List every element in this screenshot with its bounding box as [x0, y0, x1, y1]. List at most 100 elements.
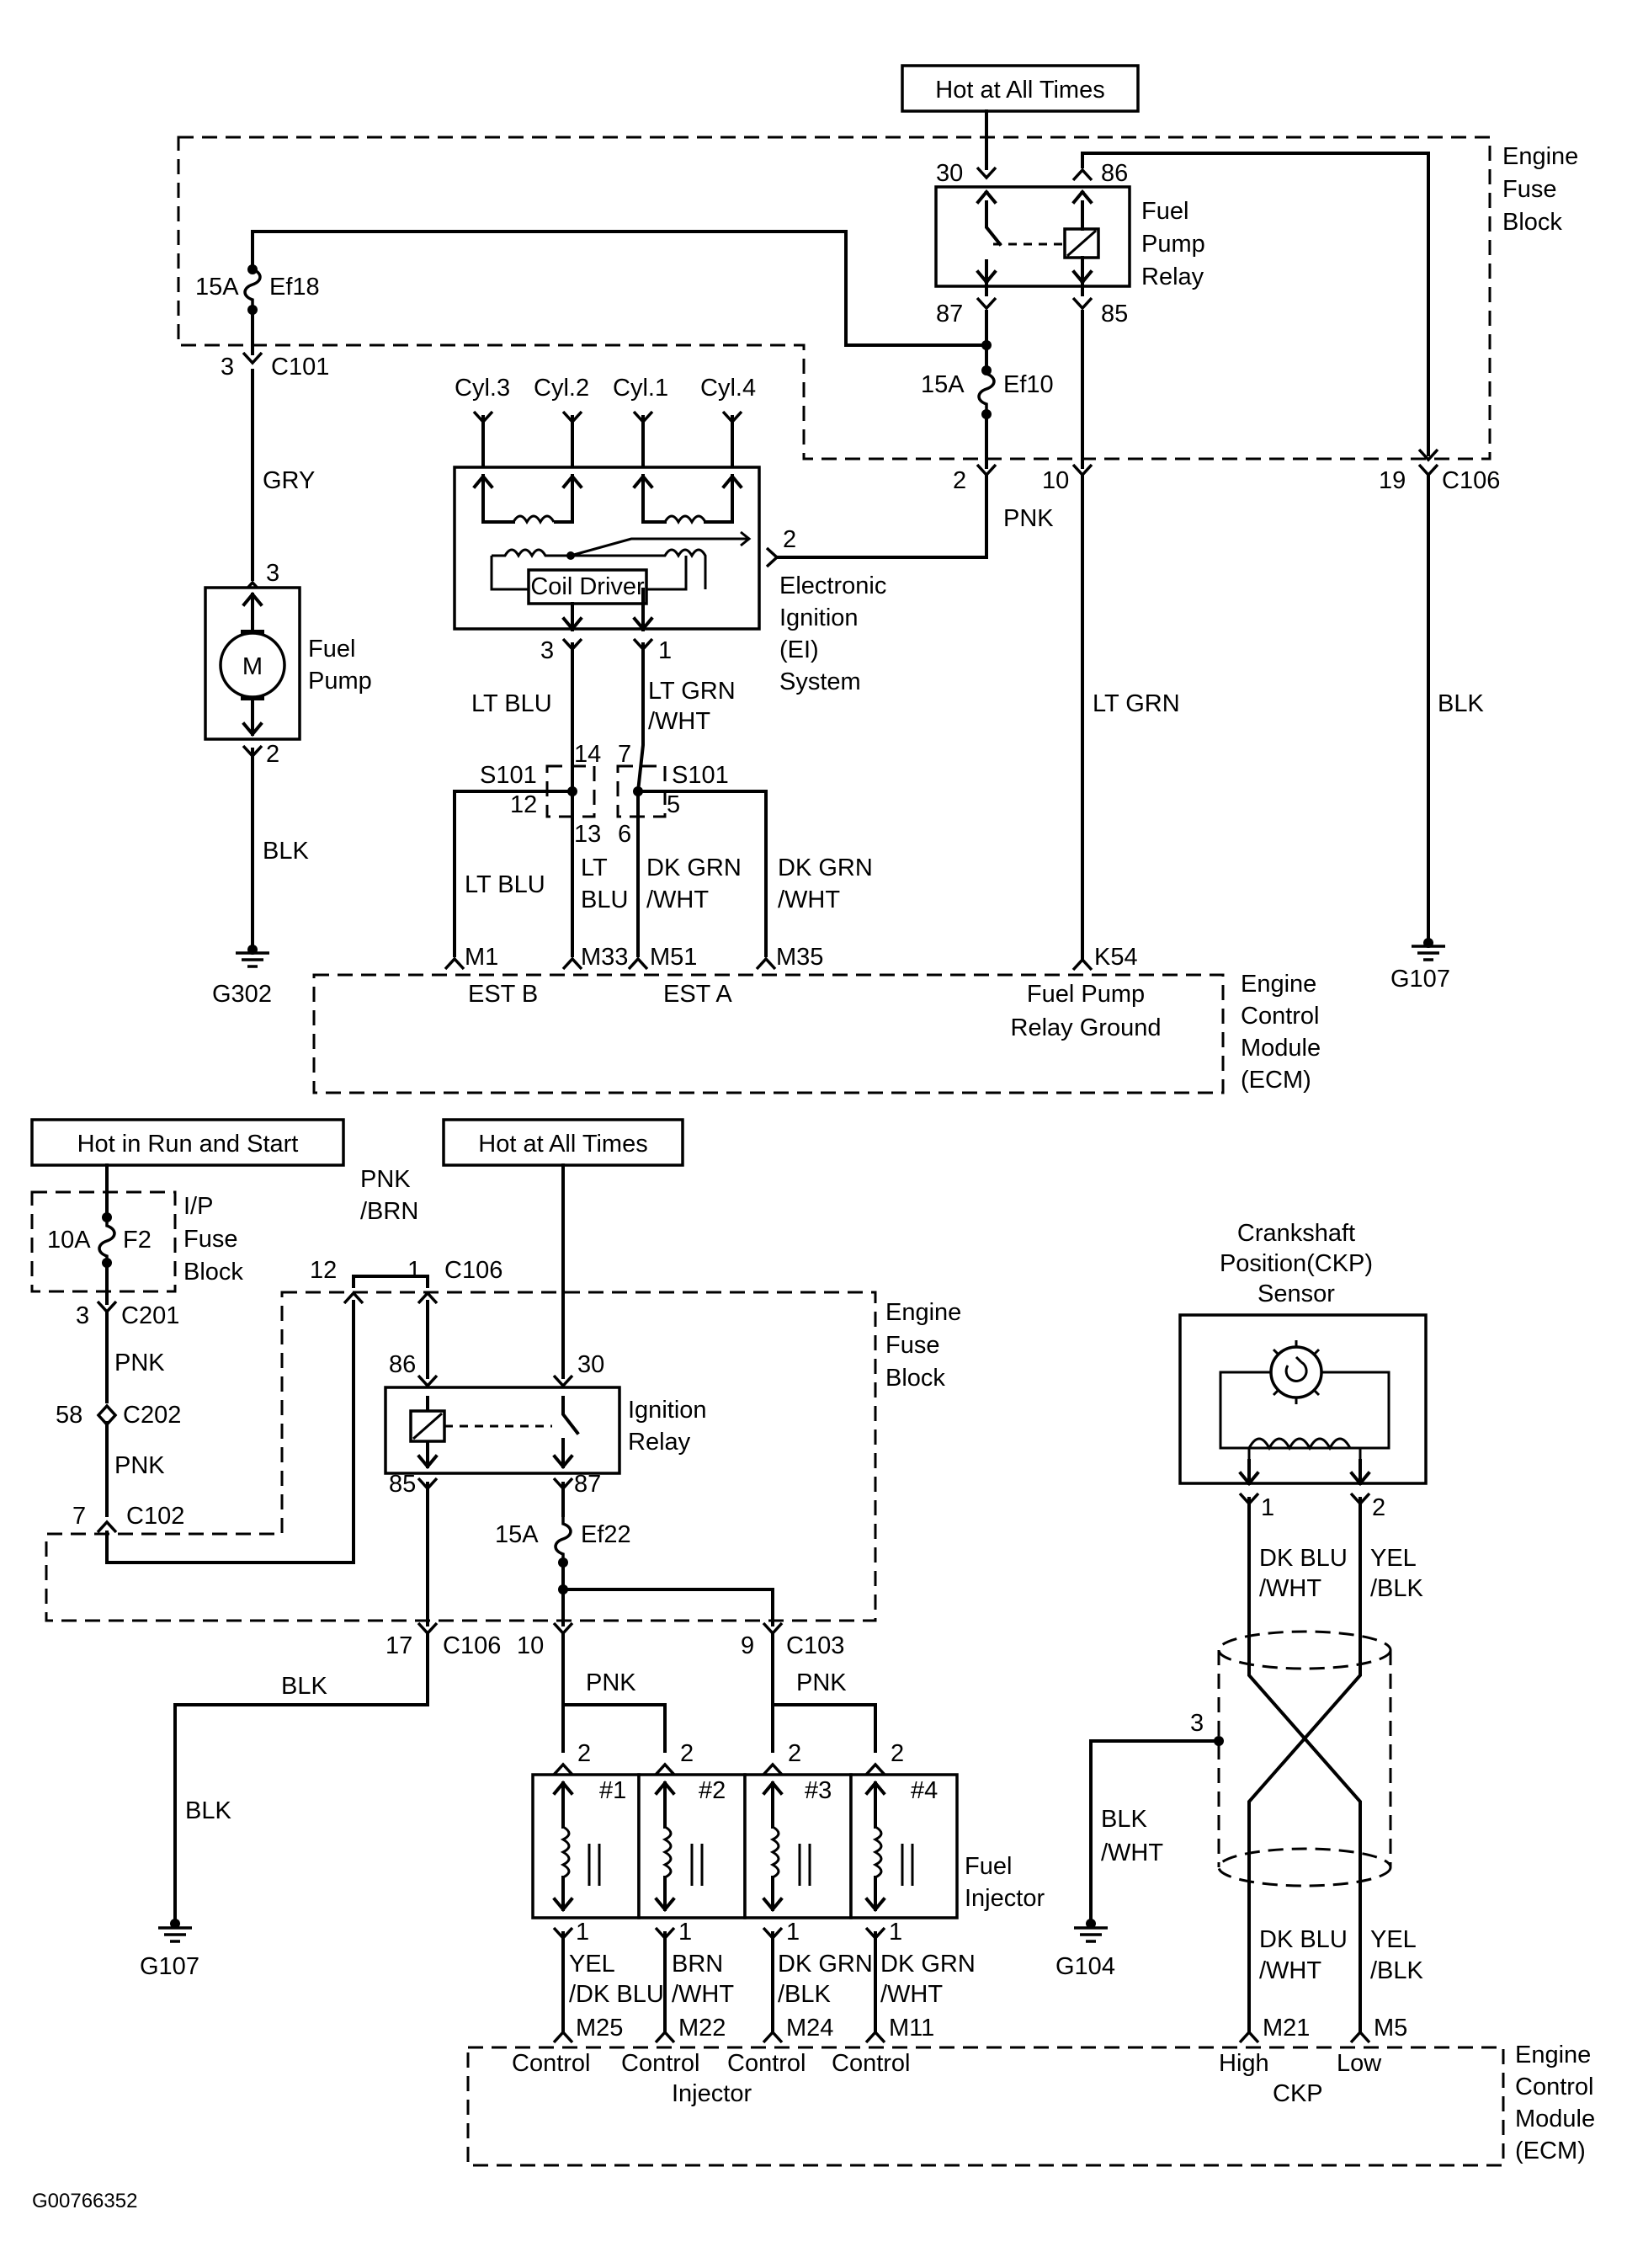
c103-pin: 9 [741, 1632, 754, 1659]
injector-4-wire-1: DK GRN [880, 1951, 976, 1978]
wire-pnk-brn-2: /BRN [360, 1198, 418, 1225]
splice-s101: S101 S101 14 12 13 7 5 6 [453, 741, 768, 957]
ecm-pin-m5: M5 [1374, 2015, 1407, 2042]
fuse-ef18-name: Ef18 [269, 274, 320, 301]
engine-fuse-block-bottom-1: Engine [885, 1299, 961, 1326]
injector-2-wire-1: BRN [672, 1951, 723, 1978]
cyl-2: Cyl.2 [534, 375, 589, 402]
ei-pin-2: 2 [783, 526, 796, 553]
engine-fuse-block-outline [177, 136, 1491, 461]
figure-id: G00766352 [32, 2190, 137, 2212]
injector-2-num: #2 [699, 1777, 726, 1804]
ip-fuse-block-1: I/P [183, 1193, 213, 1220]
fuel-pump-label-1: Fuel [308, 636, 355, 663]
injector-1-wire-1: YEL [569, 1951, 615, 1978]
ecm-injector-label: Injector [672, 2080, 752, 2107]
ground-g107-bottom-icon [157, 1926, 194, 1943]
fuel-pump-relay-label-2: Pump [1141, 231, 1205, 258]
ecm-pin-m25: M25 [576, 2015, 623, 2042]
ign-relay-pin-85: 85 [389, 1471, 416, 1498]
engine-fuse-block-bottom-2: Fuse [885, 1332, 939, 1359]
injector-4-num: #4 [911, 1777, 938, 1804]
ecm-pin-m51: M51 [650, 944, 697, 971]
c106-bottom-name: C106 [443, 1632, 501, 1659]
ckp-pin-2: 2 [1372, 1494, 1385, 1521]
ecm-name-bottom-2: Control [1515, 2074, 1594, 2100]
injector-1-pin-bottom: 1 [576, 1919, 589, 1946]
s101-pin-12: 12 [510, 791, 537, 818]
fuse-f2-rating: 10A [47, 1227, 91, 1254]
ign-relay-pin-86: 86 [389, 1351, 416, 1378]
c106-bottom-pin-17: 17 [385, 1632, 412, 1659]
top-diagram: Hot at All Times Engine Fuse Block 30 86… [177, 64, 1578, 1094]
ecm-pin-m35: M35 [776, 944, 823, 971]
ecm-name-top-4: (ECM) [1241, 1067, 1311, 1094]
ckp-wire-yel-blk-2: /BLK [1370, 1575, 1424, 1602]
shield-wire-1: BLK [1101, 1806, 1147, 1833]
ground-g104-icon [1072, 1926, 1109, 1943]
injector-2-pin-top: 2 [680, 1740, 694, 1767]
ecm-pin-m22: M22 [678, 2015, 726, 2042]
fuse-ef18-rating: 15A [195, 274, 239, 301]
c103-name: C103 [786, 1632, 844, 1659]
wire-dk-grn-wht-m35-label-2: /WHT [778, 886, 840, 913]
fuel-pump-motor-icon [219, 631, 286, 699]
injector-3-num: #3 [805, 1777, 832, 1804]
ckp-wire-dk-blu-wht-1: DK BLU [1259, 1545, 1348, 1572]
ckp-sensor-label-3: Sensor [1258, 1280, 1335, 1307]
injector-4-box [849, 1773, 959, 1919]
ckp-reluctor-icon [1264, 1340, 1328, 1404]
injector-4-pin-top: 2 [891, 1740, 904, 1767]
injector-4-control: Control [832, 2050, 911, 2077]
ecm-box-top [312, 973, 1225, 1094]
injector-3-wire-1: DK GRN [778, 1951, 873, 1978]
ecm-est-b: EST B [468, 981, 538, 1008]
bottom-diagram: Hot in Run and Start Hot at All Times I/… [30, 1118, 1595, 2167]
ei-label-1: Electronic [779, 572, 886, 599]
ip-fuse-block-outline [30, 1190, 177, 1293]
ground-g302-icon [234, 951, 271, 968]
fuel-pump-pin-2: 2 [266, 741, 279, 768]
fuel-pump-motor-letter: M [242, 653, 263, 680]
fuse-f2-name: F2 [123, 1227, 152, 1254]
injector-1-control: Control [512, 2050, 591, 2077]
ecm-ckp-high: High [1219, 2050, 1269, 2077]
wire-dk-grn-wht-m51-label-2: /WHT [646, 886, 709, 913]
injector-1-pin-top: 2 [577, 1740, 591, 1767]
shield-wire-2: /WHT [1101, 1839, 1163, 1866]
ground-g302: G302 [212, 981, 272, 1008]
relay-pin-86: 86 [1101, 160, 1128, 187]
ckp-sensor-label-2: Position(CKP) [1220, 1250, 1373, 1277]
ei-coils-icon [472, 473, 752, 591]
injector-4-pin-bottom: 1 [889, 1919, 902, 1946]
ground-g107-bottom: G107 [140, 1953, 199, 1980]
ecm-name-top-1: Engine [1241, 971, 1316, 998]
hot-at-all-times-bottom-box [442, 1118, 684, 1167]
wire-dk-grn-wht-m51-label-1: DK GRN [646, 854, 742, 881]
cyl-3: Cyl.3 [455, 375, 510, 402]
wire-gry-label: GRY [263, 467, 315, 494]
c106-pin-2: 2 [953, 467, 966, 494]
ckp-wire-yel-blk-1: YEL [1370, 1545, 1417, 1572]
ip-fuse-block-3: Block [183, 1259, 243, 1286]
wire-lt-grn-label: LT GRN [1093, 690, 1180, 717]
wire-pnk-right: PNK [796, 1669, 847, 1696]
ignition-relay-label-2: Relay [628, 1429, 691, 1456]
fuse-ef10-name: Ef10 [1003, 371, 1054, 398]
ei-label-4: System [779, 668, 861, 695]
fuel-pump-relay-label-3: Relay [1141, 264, 1204, 290]
hot-at-all-times-bottom-label: Hot at All Times [478, 1131, 647, 1158]
c101-pin: 3 [221, 354, 234, 381]
engine-fuse-block-label-3: Block [1502, 209, 1562, 236]
fuel-injector-label-2: Injector [965, 1885, 1045, 1912]
wire-pnk-label: PNK [1003, 505, 1054, 532]
fuse-ef22-name: Ef22 [581, 1521, 631, 1548]
wire-blk-pump-label: BLK [263, 838, 309, 865]
c106-pin-19: 19 [1379, 467, 1406, 494]
s101-pin-7: 7 [618, 741, 631, 768]
ei-pin-1: 1 [658, 637, 672, 664]
wire-blk-1: BLK [281, 1673, 327, 1700]
fuse-ef22-icon [554, 1512, 572, 1566]
wire-lt-grn-wht-label-2: /WHT [648, 708, 710, 735]
